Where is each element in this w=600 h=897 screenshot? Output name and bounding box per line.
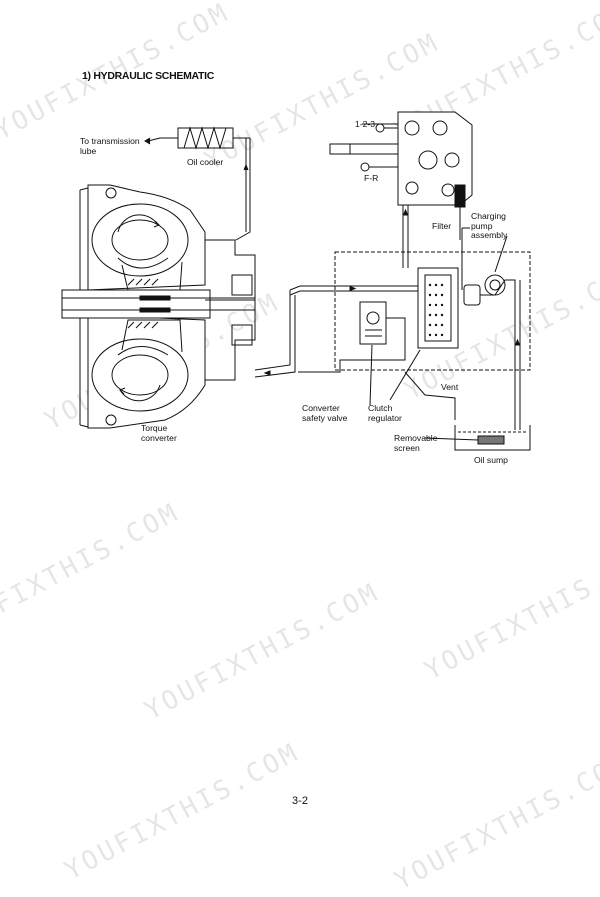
oil-cooler-drawing [144,126,250,150]
torque-converter-drawing [61,184,256,429]
filter-label: Filter [432,221,452,231]
to-transmission-lube-label: To transmission lube [80,136,140,156]
clutch-regulator-drawing [417,267,506,349]
valve-f-r-label: F-R [364,173,379,183]
valve-1-2-3-label: 1-2-3 [355,119,376,129]
oil-cooler-label: Oil cooler [187,157,224,167]
converter-safety-valve-drawing [359,301,387,345]
oil-sump-label: Oil sump [474,455,508,465]
oil-sump-drawing [454,425,531,451]
clutch-regulator-label: Clutch regulator [368,403,402,423]
section-heading: 1) HYDRAULIC SCHEMATIC [82,70,215,82]
charging-pump-assembly-label: Charging pump assembly [471,211,508,240]
converter-safety-valve-label: Converter safety valve [302,403,348,423]
removable-screen-label: Removable screen [394,433,438,453]
vent-label: Vent [441,382,459,392]
control-valve-drawing [329,111,473,240]
torque-converter-label: Torque converter [141,423,177,443]
hydraulic-schematic [61,111,531,451]
page-number: 3-2 [292,795,308,807]
